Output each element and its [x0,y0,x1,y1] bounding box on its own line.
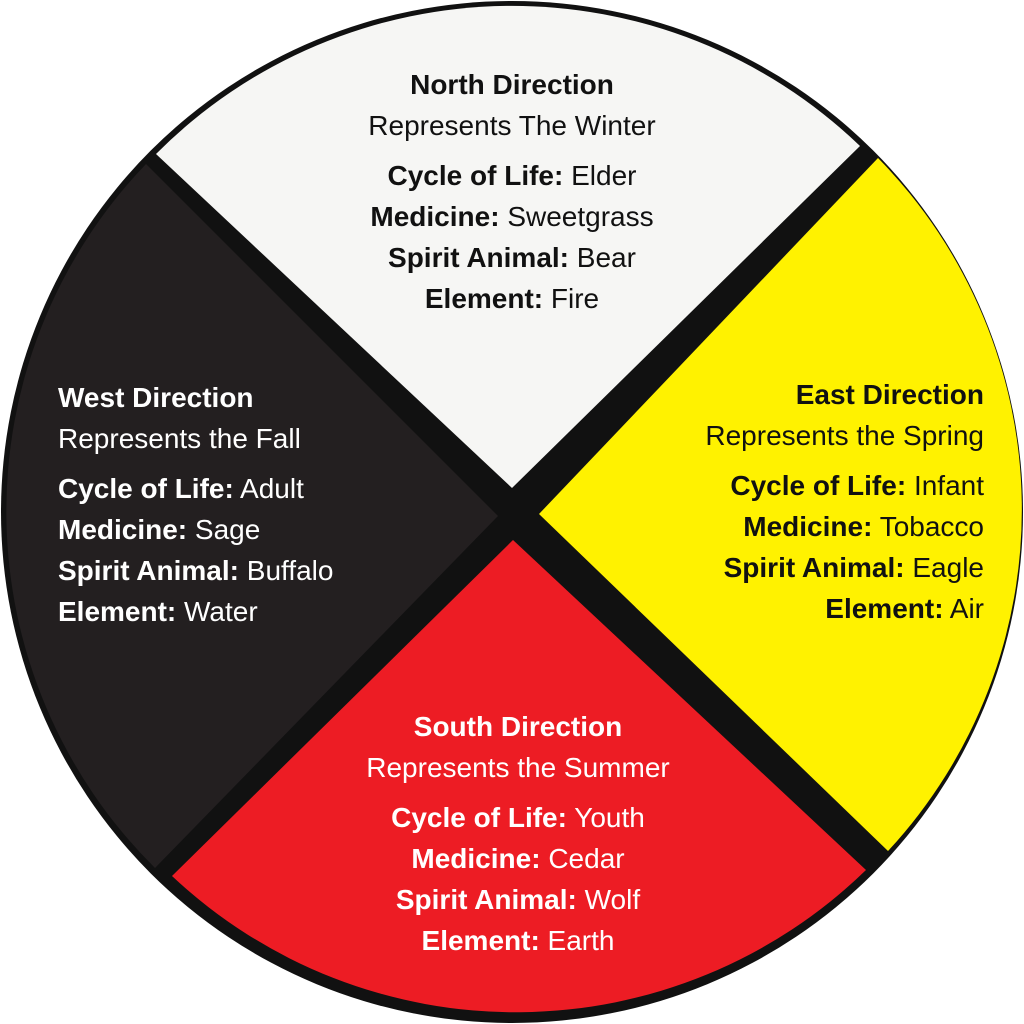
west-heading: West Direction [58,382,254,413]
row-value: Sage [194,514,261,545]
row-value: Water [184,596,258,627]
row-value: Youth [574,802,645,833]
row-value: Fire [550,283,600,314]
row-value: Sweetgrass [507,201,654,232]
west-quadrant [6,164,499,868]
row-label: Spirit Animal: [388,242,570,273]
row-value: Wolf [584,884,641,915]
row-value: Cedar [548,843,625,874]
south-row-animal: Spirit Animal: Wolf [268,879,768,920]
north-heading: North Direction [410,69,614,100]
row-label: Spirit Animal: [58,555,239,586]
south-quadrant [172,540,866,1013]
row-value: Adult [240,473,304,504]
west-info: West Direction Represents the Fall Cycle… [58,377,333,632]
row-label: Cycle of Life: [387,160,564,191]
row-value: Air [949,593,984,624]
south-row-element: Element: Earth [268,920,768,961]
row-label: Spirit Animal: [723,552,905,583]
east-row-element: Element: Air [600,588,984,629]
east-row-animal: Spirit Animal: Eagle [600,547,984,588]
row-label: Element: [825,593,944,624]
south-row-cycle: Cycle of Life: Youth [268,797,768,838]
north-subtitle: Represents The Winter [368,110,656,141]
south-info: South Direction Represents the Summer Cy… [268,706,768,961]
west-subtitle: Represents the Fall [58,423,301,454]
west-row-element: Element: Water [58,591,333,632]
row-label: Medicine: [58,514,188,545]
row-value: Elder [571,160,637,191]
east-heading: East Direction [795,379,984,410]
row-label: Medicine: [370,201,500,232]
row-value: Bear [576,242,636,273]
north-row-element: Element: Fire [262,278,762,319]
east-row-medicine: Medicine: Tobacco [600,506,984,547]
north-row-medicine: Medicine: Sweetgrass [262,196,762,237]
row-label: Element: [421,925,540,956]
row-label: Cycle of Life: [730,470,907,501]
east-row-cycle: Cycle of Life: Infant [600,465,984,506]
east-subtitle: Represents the Spring [705,420,984,451]
north-quadrant [156,5,860,488]
row-label: Spirit Animal: [395,884,577,915]
east-info: East Direction Represents the Spring Cyc… [600,374,984,629]
north-row-cycle: Cycle of Life: Elder [262,155,762,196]
row-value: Buffalo [246,555,334,586]
west-row-medicine: Medicine: Sage [58,509,333,550]
north-info: North Direction Represents The Winter Cy… [262,64,762,319]
south-subtitle: Represents the Summer [366,752,670,783]
row-label: Cycle of Life: [391,802,567,833]
row-value: Tobacco [879,511,984,542]
row-label: Cycle of Life: [58,473,234,504]
row-value: Infant [913,470,984,501]
row-value: Earth [547,925,615,956]
row-label: Element: [424,283,544,314]
row-label: Medicine: [743,511,873,542]
south-heading: South Direction [413,711,623,742]
row-label: Medicine: [411,843,541,874]
south-row-medicine: Medicine: Cedar [268,838,768,879]
west-row-animal: Spirit Animal: Buffalo [58,550,333,591]
east-quadrant [539,158,1022,851]
row-value: Eagle [912,552,984,583]
west-row-cycle: Cycle of Life: Adult [58,468,333,509]
north-row-animal: Spirit Animal: Bear [262,237,762,278]
row-label: Element: [58,596,177,627]
